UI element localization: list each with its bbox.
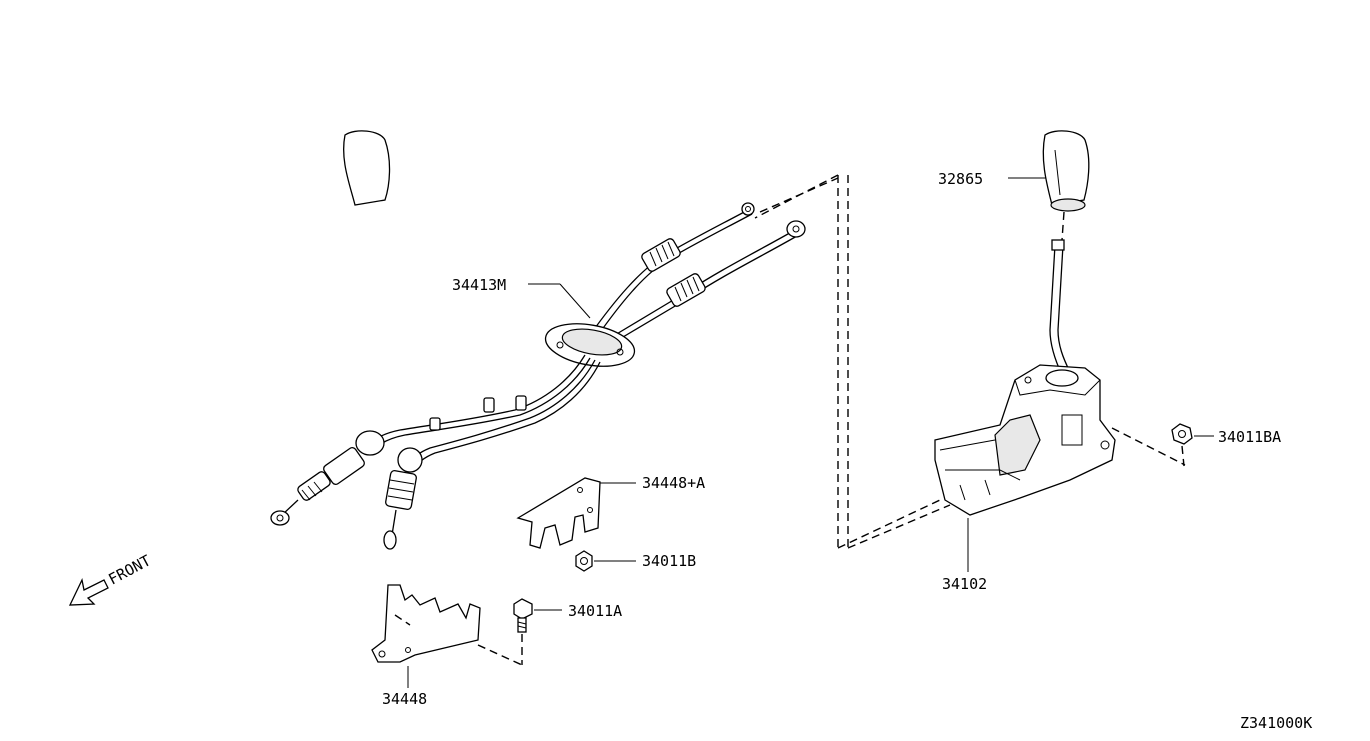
leader-lines: [407, 177, 1214, 688]
shift-lever-assembly: [934, 239, 1186, 516]
diagram-code: Z341000K: [1240, 714, 1312, 732]
cable-grommet: [544, 323, 636, 367]
part-label-34413M[interactable]: 34413M: [452, 276, 506, 294]
nut-34011B: [575, 550, 593, 572]
part-labels: 32865 34413M 34448+A 34011B 34011A 34448…: [382, 170, 1281, 708]
bracket-34448A: [516, 477, 601, 549]
bolt-34011A: [513, 598, 533, 665]
part-label-34011A[interactable]: 34011A: [568, 602, 622, 620]
front-arrow-icon: [68, 577, 109, 606]
phantom-outline: [754, 174, 951, 549]
part-label-34011BA[interactable]: 34011BA: [1218, 428, 1281, 446]
front-direction-indicator: FRONT: [68, 551, 154, 606]
lower-boot-2: [383, 447, 423, 550]
part-label-34011B[interactable]: 34011B: [642, 552, 696, 570]
shift-cable-assembly: [270, 202, 806, 550]
part-label-34448A[interactable]: 34448+A: [642, 474, 705, 492]
part-label-34448[interactable]: 34448: [382, 690, 427, 708]
part-label-34102[interactable]: 34102: [942, 575, 987, 593]
nut-34011BA: [1171, 423, 1193, 467]
upper-boot-2: [666, 273, 706, 307]
front-label: FRONT: [105, 551, 153, 588]
shift-knob: [343, 130, 1090, 241]
bracket-34448: [371, 584, 523, 666]
upper-boot-1: [641, 238, 681, 272]
part-label-32865[interactable]: 32865: [938, 170, 983, 188]
lower-boot-1: [270, 430, 385, 526]
